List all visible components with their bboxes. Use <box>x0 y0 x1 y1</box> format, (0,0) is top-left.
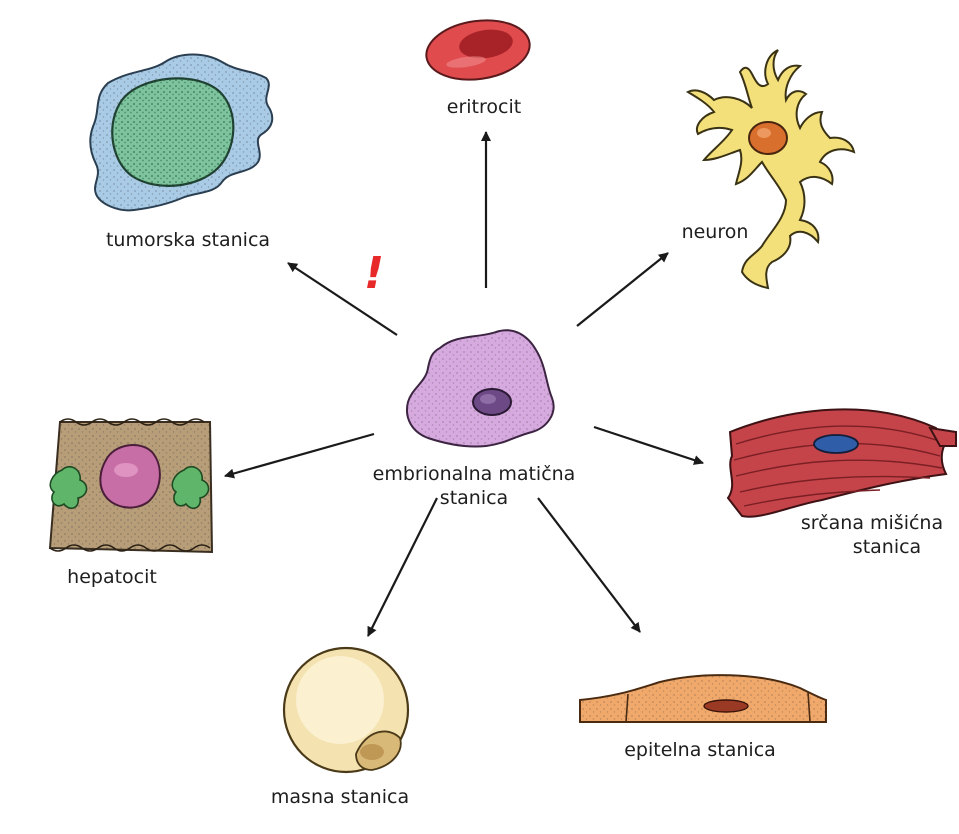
fat-cell-label: masna stanica <box>271 785 409 809</box>
arrow-to-epithelial-cell <box>538 498 640 632</box>
cardiac-label-line2: stanica <box>801 535 943 559</box>
embryonic-stem-cell <box>407 330 554 446</box>
arrow-to-fat-cell <box>368 498 437 636</box>
stem-cell-label-line1: embrionalna matična <box>373 462 576 486</box>
arrow-to-neuron <box>577 253 668 326</box>
stem-cell-label: embrionalna matična stanica <box>373 462 576 510</box>
stem-cell-label-line2: stanica <box>373 486 576 510</box>
erythrocyte-label: eritrocit <box>447 95 521 119</box>
cardiac-muscle-cell <box>728 409 956 516</box>
cardiac-label-line1: srčana mišićna <box>801 511 943 535</box>
hepatocyte <box>50 419 212 552</box>
neuron <box>688 50 854 288</box>
tumor-cell-label: tumorska stanica <box>106 228 270 252</box>
arrow-to-hepatocyte <box>225 434 374 476</box>
cardiac-muscle-cell-label: srčana mišićna stanica <box>801 511 943 559</box>
neuron-label: neuron <box>682 220 749 244</box>
arrow-to-cardiac-cell <box>594 427 703 463</box>
erythrocyte <box>422 14 533 86</box>
warning-exclamation: ! <box>364 252 384 296</box>
tumor-cell <box>90 55 272 211</box>
fat-cell <box>284 648 408 772</box>
epithelial-cell <box>580 675 826 722</box>
hepatocyte-label: hepatocit <box>67 565 157 589</box>
epithelial-cell-label: epitelna stanica <box>624 738 776 762</box>
